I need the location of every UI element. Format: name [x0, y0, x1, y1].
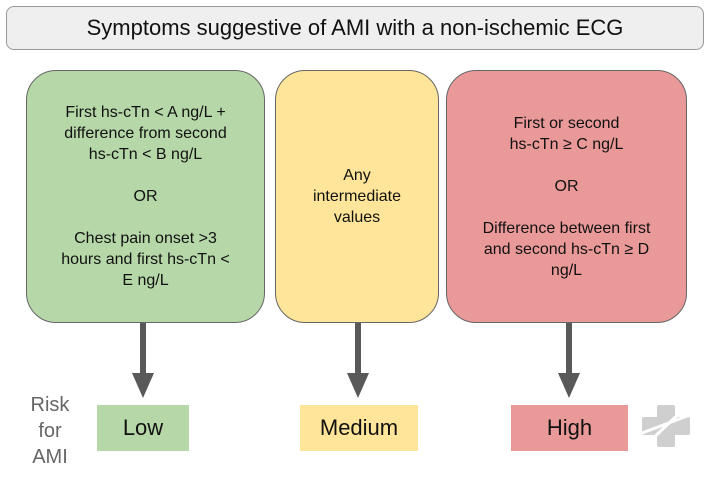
high-criteria-line: Difference between first — [482, 219, 651, 237]
low-criteria-line: E ng/L — [122, 272, 169, 289]
low-criteria-line: hs-cTn < B ng/L — [88, 146, 203, 163]
diagram-title: Symptoms suggestive of AMI with a non-is… — [6, 6, 704, 50]
high-criteria-line: and second hs-cTn ≥ D — [483, 240, 650, 258]
medium-criteria-line: values — [333, 209, 381, 226]
low-criteria-line: difference from second — [64, 125, 227, 142]
risk-label-line: AMI — [32, 446, 68, 468]
medical-cross-logo-icon — [641, 405, 691, 447]
arrow-medium — [347, 323, 369, 398]
high-criteria-line: First or second — [513, 114, 620, 132]
medium-risk-criteria-box: Any intermediate values — [275, 70, 439, 323]
low-criteria-line: Chest pain onset >3 — [74, 230, 217, 247]
arrow-high — [558, 323, 580, 398]
high-risk-criteria-box: First or second hs-cTn ≥ C ng/L OR Diffe… — [446, 70, 687, 323]
low-criteria-line: hours and first hs-cTn < — [61, 251, 230, 268]
risk-label-line: for — [38, 420, 62, 442]
medium-criteria-line: Any — [343, 167, 371, 184]
high-criteria-line: hs-cTn ≥ C ng/L — [509, 135, 624, 153]
medium-criteria-line: intermediate — [312, 188, 402, 205]
high-criteria-or: OR — [554, 177, 579, 195]
low-risk-criteria-box: First hs-cTn < A ng/L + difference from … — [26, 70, 265, 323]
risk-label-line: Risk — [30, 394, 70, 416]
low-criteria-line: First hs-cTn < A ng/L + — [65, 104, 226, 121]
risk-for-ami-label: Risk for AMI — [22, 392, 78, 470]
arrow-low — [132, 323, 154, 398]
risk-level-medium-text: Medium — [319, 415, 399, 440]
diagram-title-text: Symptoms suggestive of AMI with a non-is… — [86, 15, 624, 40]
risk-level-medium: Medium — [300, 405, 418, 451]
risk-level-low-text: Low — [122, 415, 164, 440]
risk-level-low: Low — [97, 405, 189, 451]
risk-level-high-text: High — [546, 415, 593, 440]
low-criteria-or: OR — [133, 188, 158, 205]
risk-level-high: High — [511, 405, 628, 451]
high-criteria-line: ng/L — [550, 261, 583, 279]
